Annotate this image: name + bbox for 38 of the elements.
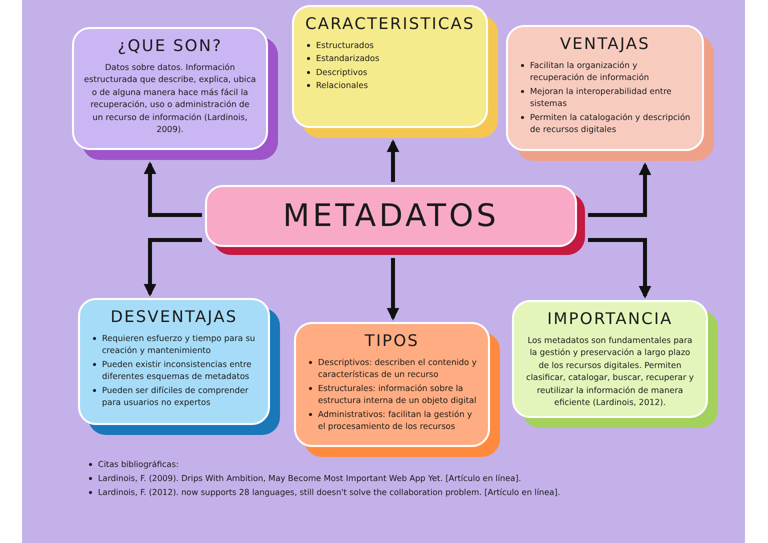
description-text: Datos sobre datos. Información estructurada que describe, explica, ubica o de alguna manera hace más fácil la recuperación, uso o administración de un recurso de información (Lardinois, 2009).: [84, 61, 256, 136]
topic-card: [294, 322, 490, 447]
card-heading: IMPORTANCIA: [546, 309, 674, 328]
bullet-item: Pueden ser difíciles de comprender para usuarios no expertos: [102, 384, 248, 408]
bullet-item: Estandarizados: [316, 53, 380, 64]
bullet-item: Estructurales: información sobre la estructura interna de un objeto digital: [318, 382, 476, 406]
topic-card: [72, 27, 268, 150]
bullet-item: Requieren esfuerzo y tiempo para su creación y mantenimiento: [102, 333, 256, 356]
card-heading: ¿QUE SON?: [116, 36, 224, 55]
bullet-item: Relacionales: [316, 80, 368, 90]
title-text: METADATOS: [282, 197, 500, 236]
topic-card: [506, 25, 704, 151]
bullet-item: Descriptivos: describen el contenido y características de un recurso: [318, 357, 477, 380]
topic-card: [78, 298, 270, 425]
topic-card: [512, 300, 708, 418]
arrow: [144, 161, 202, 217]
description-text: Los metadatos son fundamentales para la gestión y preservación a largo plazo de los recursos digitales. Permiten clasificar, catalogar, buscar, recuperar y reutilizar la información de manera eficiente (Lardinois, 2012).: [525, 334, 695, 409]
arrow: [588, 238, 652, 299]
arrow: [386, 139, 400, 182]
card-heading: DESVENTAJAS: [109, 307, 239, 326]
bullet-item: Administrativos: facilitan la gestión y el procesamiento de los recursos: [318, 408, 472, 432]
citation-text: Citas bibliográficas:: [98, 459, 179, 469]
card-heading: CARACTERISTICAS: [304, 14, 476, 33]
bullet-item: Descriptivos: [316, 66, 368, 77]
bullet-item: Permiten la catalogación y descripción de recursos digitales: [530, 112, 690, 134]
citation-text: Lardinois, F. (2009). Drips With Ambition, May Become Most Important Web App Yet. [Artículo en línea].: [98, 473, 522, 484]
bullet-item: Pueden existir inconsistencias entre diferentes esquemas de metadatos: [102, 358, 252, 382]
card-heading: TIPOS: [364, 331, 420, 350]
central-topic-box: [205, 185, 577, 247]
card-heading: VENTAJAS: [558, 34, 652, 53]
bullet-item: Facilitan la organización y recuperación de información: [530, 60, 650, 82]
bullet-item: Estructurados: [316, 40, 374, 50]
topic-card: [292, 5, 488, 128]
arrow: [386, 258, 400, 321]
citation-text: Lardinois, F. (2012). now supports 28 languages, still doesn't solve the collaboration problem. [Artículo en línea].: [98, 487, 560, 498]
arrow: [144, 238, 202, 297]
arrow: [588, 162, 652, 217]
bullet-item: Mejoran la interoperabilidad entre sistemas: [530, 86, 672, 108]
